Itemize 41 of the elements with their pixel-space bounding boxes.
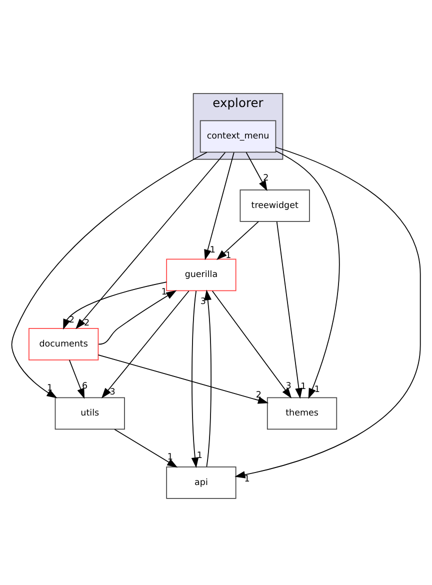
arrow [191, 290, 199, 468]
edge-label: 2 [84, 318, 90, 329]
arrow [216, 221, 259, 260]
edge-label: 1 [161, 287, 167, 298]
arrow [11, 152, 208, 398]
edge-label: 1 [314, 385, 320, 396]
arrow [98, 290, 177, 345]
arrow [63, 282, 167, 330]
edge-label: 2 [263, 174, 269, 184]
arrow [246, 152, 268, 192]
edge-label: 2 [256, 390, 262, 401]
arrow [98, 354, 269, 404]
edge-label: 3 [110, 388, 116, 398]
node-box: treewidget [240, 190, 310, 222]
arrow [101, 290, 190, 398]
edge-label: 1 [244, 474, 250, 484]
arrow [114, 428, 178, 468]
edge-label: 3 [286, 381, 292, 392]
edge-label: 3 [200, 297, 206, 308]
edge-label: 1 [47, 383, 53, 394]
node-box: themes [266, 397, 338, 430]
arrow [276, 221, 302, 399]
arrow [234, 146, 421, 478]
edge-label: 1 [167, 452, 174, 463]
arrow [212, 290, 292, 398]
node-box: api [166, 466, 236, 499]
arrow [204, 152, 234, 260]
node-box: guerilla [166, 258, 236, 292]
edge-label: 1 [210, 245, 216, 256]
node-box: context_menu [200, 120, 276, 153]
edge-label: 2 [68, 316, 74, 326]
edge-label: 1 [196, 451, 202, 462]
node-box: utils [54, 397, 125, 430]
edge-label: 1 [226, 250, 232, 261]
arrow [68, 360, 85, 399]
arrow [276, 150, 340, 399]
node-box: documents [28, 328, 99, 360]
arrow [76, 152, 226, 330]
edge-label: 1 [300, 382, 306, 392]
edge-label: 6 [82, 381, 88, 392]
arrow [204, 290, 212, 468]
